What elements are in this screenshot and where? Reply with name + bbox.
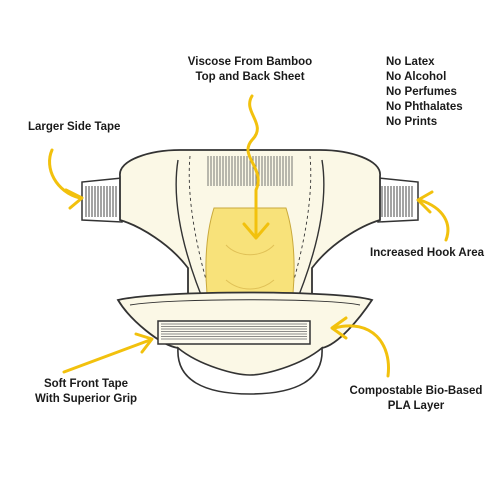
- pla-layer: [177, 346, 323, 395]
- label-front-tape-line-2: With Superior Grip: [34, 393, 138, 405]
- free-of-item: No Alcohol: [386, 71, 447, 83]
- free-of-item: No Perfumes: [386, 86, 457, 98]
- arrow-viscose: [246, 94, 260, 238]
- label-front-tape-line-1: Soft Front Tape: [43, 378, 129, 390]
- label-hook-area-text: Increased Hook Area: [370, 247, 484, 259]
- label-side-tape: Larger Side Tape: [28, 120, 120, 135]
- free-of-item: No Phthalates: [386, 101, 463, 113]
- label-free-of-list: No Latex No Alcohol No Perfumes No Phtha…: [386, 55, 463, 130]
- arrow-side-tape-head: [64, 188, 84, 210]
- label-pla-line-1: Compostable Bio-Based: [349, 385, 483, 397]
- arrow-front-tape: [62, 338, 152, 374]
- left-side-tape: [81, 177, 123, 223]
- label-pla-line-2: PLA Layer: [387, 400, 445, 412]
- label-viscose-line-2: Top and Back Sheet: [195, 71, 305, 83]
- free-of-item: No Prints: [386, 116, 438, 128]
- arrow-front-tape-head: [134, 332, 154, 354]
- arrow-viscose-head: [242, 222, 270, 240]
- arrow-pla-head: [330, 316, 348, 340]
- label-hook-area: Increased Hook Area: [370, 246, 484, 261]
- arrow-hook-area-head: [416, 190, 434, 214]
- arrow-hook-area: [418, 198, 450, 242]
- arrow-side-tape: [48, 148, 82, 200]
- front-tape: [157, 320, 311, 345]
- right-side-tape: [377, 177, 419, 223]
- free-of-item: No Latex: [386, 56, 435, 68]
- label-side-tape-text: Larger Side Tape: [28, 121, 121, 133]
- label-pla-layer: Compostable Bio-Based PLA Layer: [336, 384, 496, 414]
- label-viscose-line-1: Viscose From Bamboo: [187, 56, 313, 68]
- arrow-pla: [332, 324, 390, 378]
- label-front-tape: Soft Front Tape With Superior Grip: [20, 377, 152, 407]
- label-viscose: Viscose From Bamboo Top and Back Sheet: [180, 55, 320, 85]
